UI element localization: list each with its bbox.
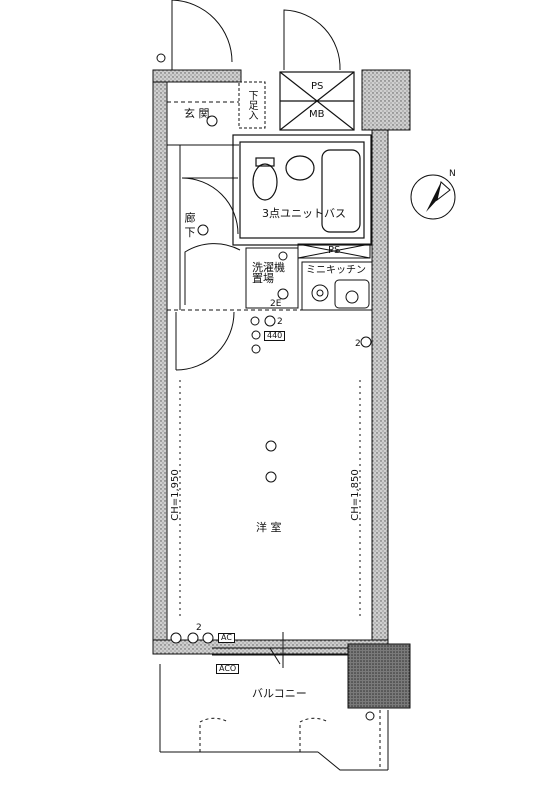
wall-top [152, 69, 242, 83]
laundry-area [245, 247, 299, 309]
ps-mid-label: PS [328, 245, 341, 256]
ps-mb-shaft [279, 71, 355, 131]
balcony-pillar [347, 643, 411, 709]
balcony-window [212, 632, 348, 668]
outlets [170, 315, 372, 644]
ac-box-label: AC [218, 633, 235, 643]
wall-top-right [361, 69, 411, 131]
outlet-440-label: 440 [264, 331, 286, 341]
hallway-label: 廊 下 [183, 212, 196, 238]
shoe-box [238, 81, 266, 129]
wall-left [152, 69, 168, 651]
wall-right [371, 129, 389, 651]
balcony [159, 664, 389, 771]
western-room-label: 洋 室 [256, 521, 282, 534]
unit-bath [232, 134, 372, 246]
outlet-count-2a: 2 [277, 317, 283, 327]
ceiling-lights [197, 115, 277, 483]
ceiling-height-left: CH=1,950 [169, 469, 181, 521]
laundry-label: 洗濯機 置場 [252, 261, 285, 285]
outlet-count-2b: 2 [355, 339, 361, 349]
unit-bath-label: 3点ユニットバス [262, 207, 346, 220]
balcony-label: バルコニー [252, 687, 307, 700]
compass [410, 174, 456, 220]
mini-kitchen-label: ミニキッチン [306, 265, 366, 276]
two-e-label: 2E [270, 299, 282, 309]
hallway-doors [175, 177, 241, 371]
mb-label: MB [309, 109, 325, 120]
aco-box-label: ACO [216, 664, 240, 674]
ps-mid [297, 243, 371, 259]
compass-north-label: N [449, 169, 456, 179]
shoe-box-label: 下足入 [246, 90, 257, 120]
ceiling-height-right: CH=1,850 [349, 469, 361, 521]
entrance-door-swing [171, 0, 341, 71]
ps-top-label: PS [311, 81, 324, 92]
entrance-label: 玄 関 [184, 107, 210, 120]
outlet-count-2c: 2 [196, 623, 202, 633]
